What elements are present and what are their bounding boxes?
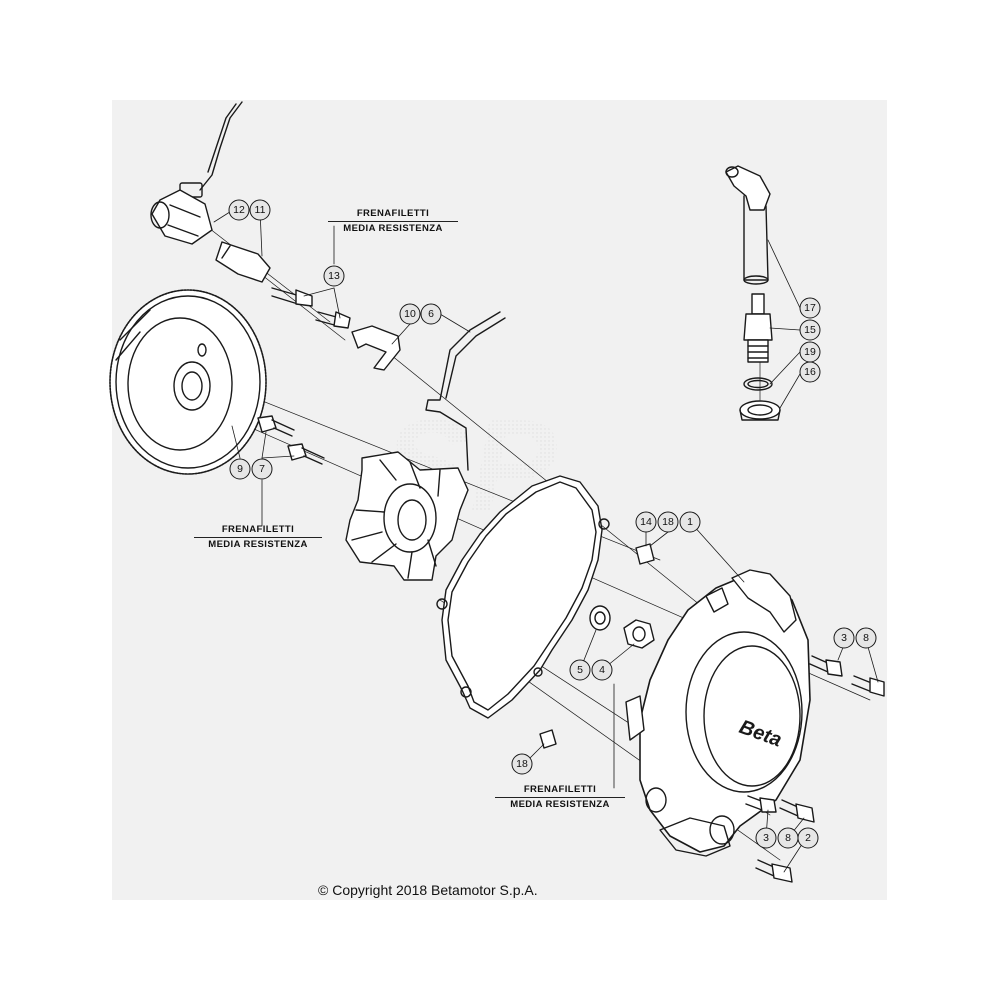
flywheel-9 [109,289,267,475]
callout-7: 7 [251,458,273,480]
callout-3-upper-label: 3 [841,632,847,644]
callout-3-upper: 3 [833,627,855,649]
callout-8-lower-label: 8 [785,832,791,844]
stator-6 [345,311,506,581]
callout-3-lower: 3 [755,827,777,849]
bolts-3-8-2-lower [745,795,815,883]
note-line2: MEDIA RESISTENZA [343,223,443,234]
callout-15: 15 [799,319,821,341]
callout-11-label: 11 [255,204,266,216]
callout-2-label: 2 [805,832,811,844]
callout-4-label: 4 [599,664,605,676]
callout-8-upper-label: 8 [863,632,869,644]
callout-6-label: 6 [428,308,434,320]
callout-19-label: 19 [804,346,816,358]
callout-9: 9 [229,458,251,480]
callout-12: 12 [228,199,250,221]
nut-4 [623,619,655,649]
seal-16 [739,400,781,421]
callout-6: 6 [420,303,442,325]
ignition-cover-1: Beta [625,569,811,857]
washer-5 [589,605,611,631]
note-line1: FRENAFILETTI [356,208,430,219]
callout-19: 19 [799,341,821,363]
screws-13 [271,287,351,329]
callout-10: 10 [399,303,421,325]
callout-4: 4 [591,659,613,681]
note-line1: FRENAFILETTI [523,784,597,795]
callout-12-label: 12 [233,204,245,216]
o-ring-19 [743,377,773,391]
callout-18-lower-label: 18 [516,758,528,770]
threadlocker-note-top: FRENAFILETTI MEDIA RESISTENZA [328,208,458,235]
callout-9-label: 9 [237,463,243,475]
callout-18-upper: 18 [657,511,679,533]
callout-17-label: 17 [804,302,816,314]
cover-gasket [436,475,610,719]
callout-5: 5 [569,659,591,681]
note-line2: MEDIA RESISTENZA [510,799,610,810]
spark-plug-15 [743,293,773,363]
callout-8-lower: 8 [777,827,799,849]
callout-17: 17 [799,297,821,319]
callout-11: 11 [249,199,271,221]
callout-5-label: 5 [577,664,583,676]
screws-7 [257,415,325,465]
callout-16: 16 [799,361,821,383]
callout-13: 13 [323,265,345,287]
cable-clip-10 [351,325,401,371]
note-rule [495,797,625,798]
threadlocker-note-bottom: FRENAFILETTI MEDIA RESISTENZA [495,784,625,811]
note-line1: FRENAFILETTI [221,524,295,535]
callout-2: 2 [797,827,819,849]
note-line2: MEDIA RESISTENZA [208,539,308,550]
callout-10-label: 10 [404,308,416,320]
callout-3-lower-label: 3 [763,832,769,844]
callout-18-upper-label: 18 [662,516,674,528]
spark-plug-cap-17 [725,165,771,285]
callout-14: 14 [635,511,657,533]
note-rule [194,537,322,538]
callout-14-label: 14 [640,516,652,528]
dowel-14-18 [635,543,655,565]
bolts-3-8-upper [809,655,885,697]
copyright-text: © Copyright 2018 Betamotor S.p.A. [318,882,538,898]
pickup-sensor [150,101,271,283]
callouts: 12 11 13 10 6 17 15 19 16 9 7 14 18 1 3 … [228,199,877,849]
callout-15-label: 15 [804,324,816,336]
threadlocker-note-left: FRENAFILETTI MEDIA RESISTENZA [194,524,322,551]
note-rule [328,221,458,222]
callout-8-upper: 8 [855,627,877,649]
callout-16-label: 16 [804,366,816,378]
callout-1-label: 1 [687,516,693,528]
callout-1: 1 [679,511,701,533]
callout-18-lower: 18 [511,753,533,775]
callout-7-label: 7 [259,463,265,475]
callout-13-label: 13 [328,270,340,282]
dowel-18-lower [539,729,557,749]
